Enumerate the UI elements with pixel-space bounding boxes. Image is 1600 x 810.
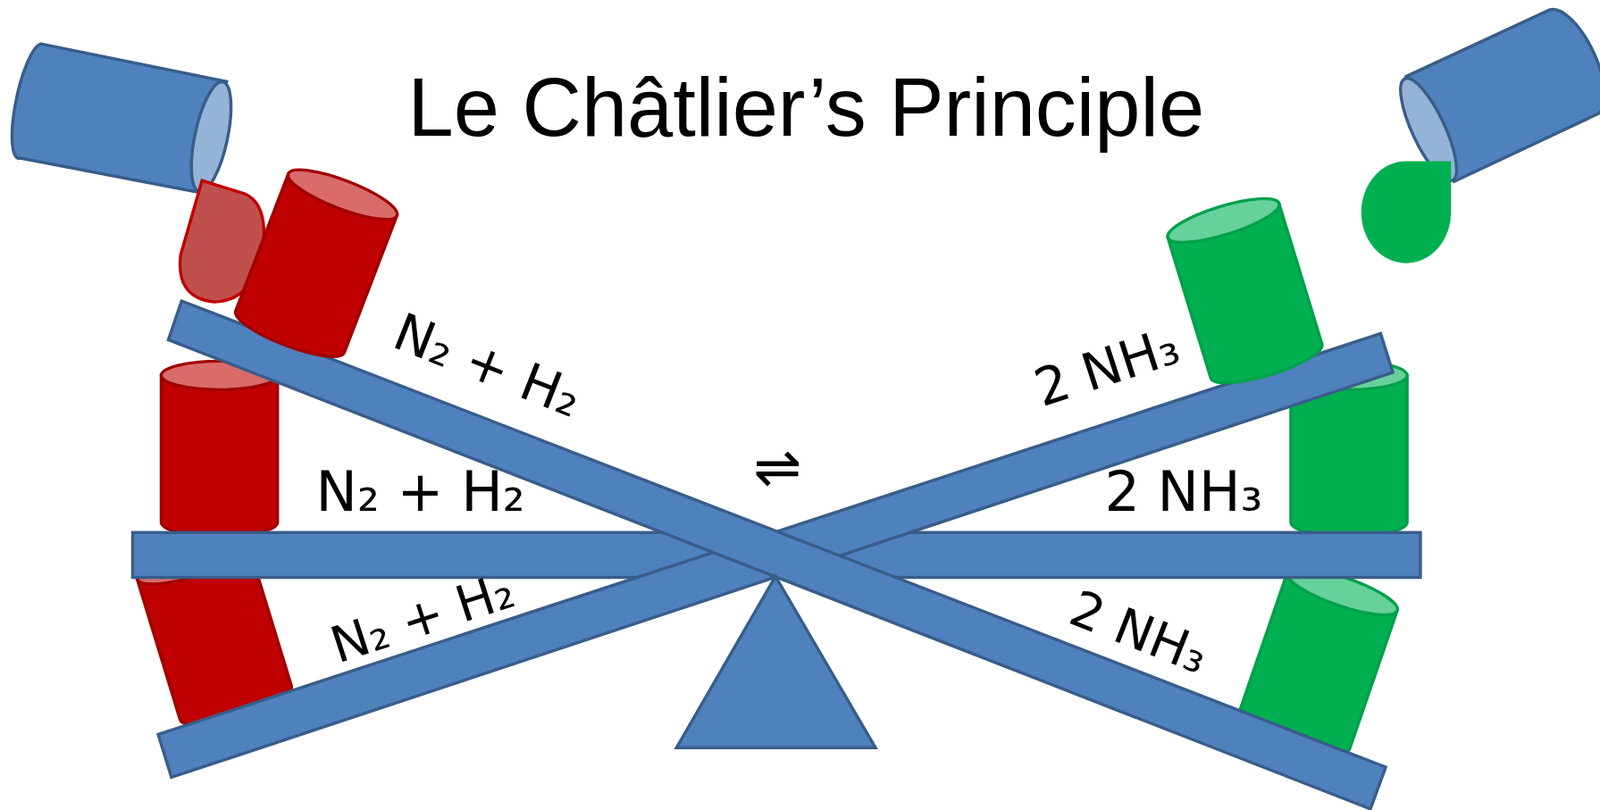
pouring-can: [11, 43, 239, 195]
equation-label: 2 NH₃: [1029, 319, 1186, 415]
fulcrum: [676, 576, 876, 748]
equilibrium-arrow: ⇌: [753, 438, 803, 496]
title: Le Châtlier’s Principle: [408, 66, 1205, 149]
reactant-cylinder: [230, 160, 403, 367]
tilted-beam: [167, 301, 1386, 810]
equation-label: 2 NH₃: [1104, 464, 1263, 520]
reactant-cylinder: [160, 360, 277, 537]
green-droplet: [1361, 160, 1452, 263]
equation-label: N₂ + H₂: [316, 464, 526, 520]
product-cylinder: [1164, 190, 1327, 393]
pouring-can: [1390, 9, 1600, 188]
